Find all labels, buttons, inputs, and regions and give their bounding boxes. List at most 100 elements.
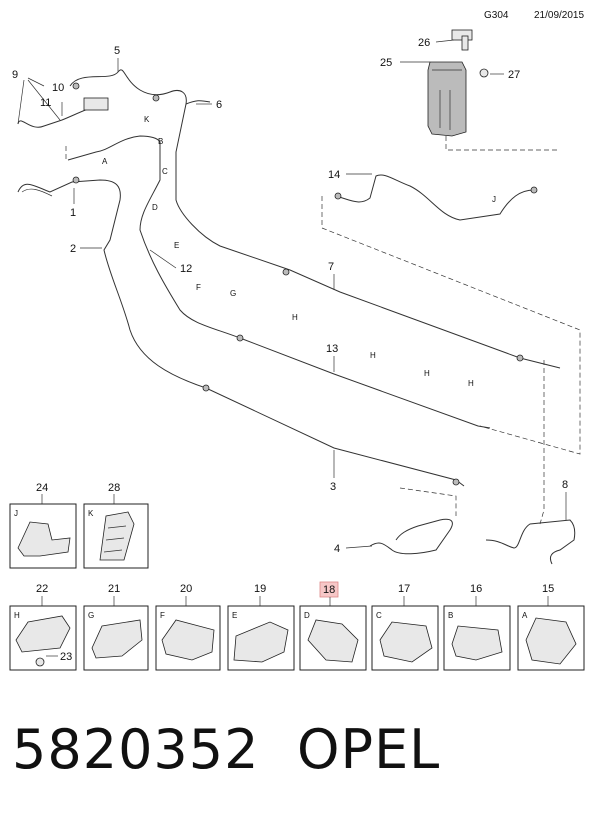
detail-15: 15 A: [517, 583, 585, 671]
detail-letter: H: [14, 611, 20, 620]
callout-4: 4: [334, 543, 340, 555]
brake-line-7: [69, 69, 561, 369]
callout-6: 6: [216, 99, 222, 111]
dashed-ref-3: [399, 487, 457, 516]
detail-number: 24: [36, 482, 48, 494]
pressure-block: [83, 97, 109, 111]
callout-3: 3: [330, 481, 336, 493]
clip-drawing: [233, 621, 289, 663]
brake-line-6: [185, 100, 211, 105]
brake-lines: [17, 69, 581, 565]
callout-2: 2: [70, 243, 76, 255]
callout-9: 9: [12, 69, 18, 81]
brake-line-3: [17, 179, 465, 487]
letter-c: C: [162, 167, 168, 176]
clip-drawing: [451, 625, 503, 661]
letter-b: B: [158, 137, 163, 146]
fitting: [72, 176, 80, 184]
diagram-code: G304: [484, 10, 509, 21]
canister-bracket-arm: [461, 35, 469, 51]
leader-4: [345, 545, 373, 549]
letter-f: F: [196, 283, 201, 292]
leader-lines: [17, 39, 567, 549]
detail-number-highlight: [319, 581, 339, 598]
clip-drawing: [379, 621, 433, 663]
letter-a: A: [102, 157, 108, 166]
callout-5: 5: [114, 45, 120, 57]
fitting: [452, 478, 460, 486]
dashed-ref-2: [539, 360, 545, 525]
fitting: [334, 192, 342, 200]
brake-line-13: [67, 135, 491, 429]
canister-detail: [432, 69, 462, 130]
letter-h: H: [424, 369, 430, 378]
letter-d: D: [152, 203, 158, 212]
clip-drawing: [161, 619, 215, 661]
leader-26: [435, 39, 455, 43]
screw-drawing: [35, 657, 45, 667]
detail-number: 28: [108, 482, 120, 494]
brake-line-8: [485, 519, 576, 565]
fitting: [236, 334, 244, 342]
callout-7: 7: [328, 261, 334, 273]
brake-line-1: [21, 188, 53, 197]
letter-e: E: [174, 241, 179, 250]
detail-28: 28 K: [83, 482, 149, 569]
callout-11: 11: [40, 97, 51, 109]
canister-assembly: [427, 29, 560, 151]
detail-letter: D: [304, 611, 310, 620]
detail-letter: A: [522, 611, 528, 620]
brake-line-12-leader: [149, 249, 177, 269]
callout-25: 25: [380, 57, 392, 69]
routing-letters: A B C D E F G H H H H K J: [102, 115, 496, 388]
detail-number: 22: [36, 583, 48, 595]
detail-sub-number: 23: [60, 651, 72, 663]
fitting: [282, 268, 290, 276]
clip-detail: [103, 525, 127, 553]
fitting: [72, 82, 80, 90]
detail-22: 22 H 23: [9, 583, 77, 671]
callout-13: 13: [326, 343, 338, 355]
callout-12: 12: [180, 263, 192, 275]
fitting: [202, 384, 210, 392]
letter-j: J: [492, 195, 496, 204]
detail-number: 18: [323, 584, 335, 596]
dashed-ref-1: [321, 196, 581, 455]
letter-h: H: [468, 379, 474, 388]
brake-line-diagram: 9 10 11 5 6 1 2 12 7 13 3 4 8 14 25 26 2…: [9, 29, 585, 671]
callout-1: 1: [70, 207, 76, 219]
canister-body: [427, 61, 467, 137]
letter-g: G: [230, 289, 236, 298]
part-number: 5820352: [12, 718, 260, 781]
detail-19: 19 E: [227, 583, 295, 671]
diagram-date: 21/09/2015: [534, 10, 585, 21]
detail-18: 18 D: [299, 581, 367, 671]
brake-line-4: [369, 518, 453, 555]
detail-number: 15: [542, 583, 554, 595]
callout-27: 27: [508, 69, 520, 81]
canister-nut: [479, 68, 489, 78]
detail-letter: G: [88, 611, 94, 620]
detail-letter: B: [448, 611, 453, 620]
canister-line-ref: [445, 136, 560, 151]
clip-drawing: [15, 615, 71, 653]
clip-drawing: [99, 511, 135, 561]
brake-line-j: [335, 174, 535, 221]
detail-letter: F: [160, 611, 165, 620]
detail-17: 17 C: [371, 583, 439, 671]
detail-16: 16 B: [443, 583, 511, 671]
fitting: [530, 186, 538, 194]
clip-drawing: [91, 619, 143, 659]
detail-letter: E: [232, 611, 237, 620]
detail-number: 21: [108, 583, 120, 595]
clip-drawing: [525, 617, 577, 665]
letter-k: K: [144, 115, 150, 124]
callout-8: 8: [562, 479, 568, 491]
letter-h: H: [292, 313, 298, 322]
detail-24: 24 J: [9, 482, 77, 569]
fitting: [516, 354, 524, 362]
detail-letter: K: [88, 509, 94, 518]
callout-10: 10: [52, 82, 64, 94]
letter-h: H: [370, 351, 376, 360]
brand-name: OPEL: [297, 718, 441, 781]
